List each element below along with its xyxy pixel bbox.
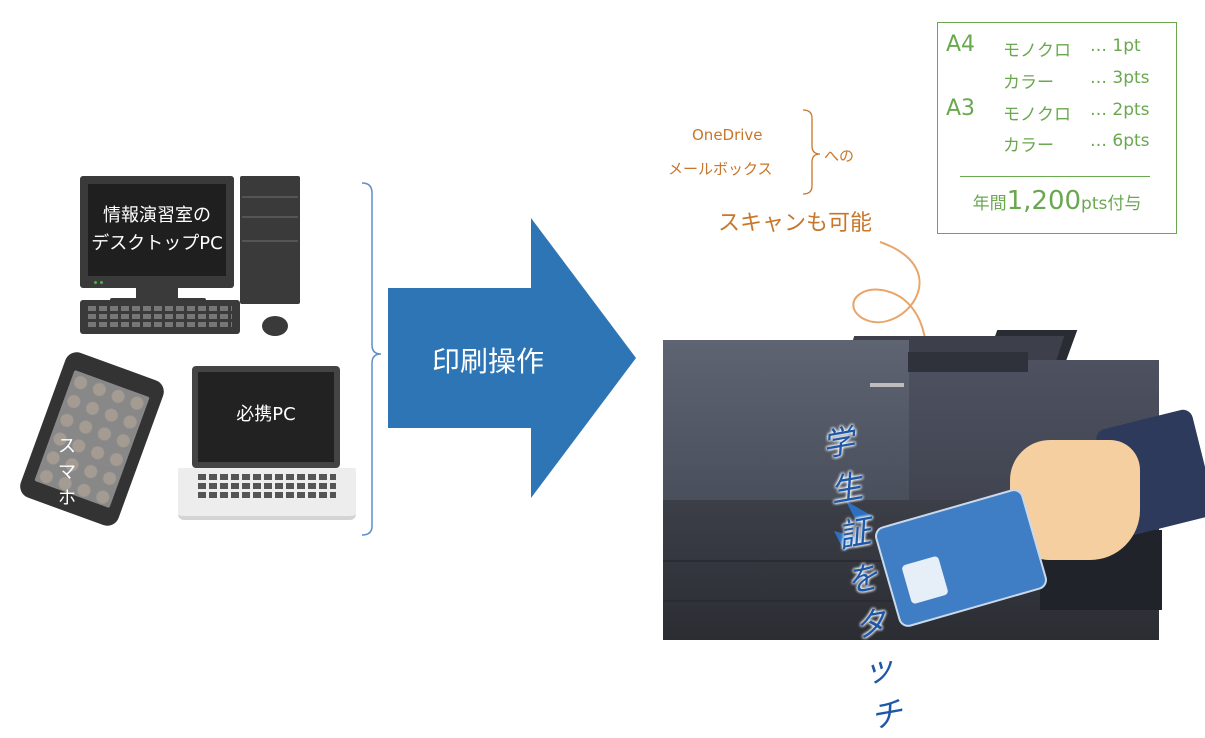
printer-scanner	[908, 352, 1028, 372]
annual-allowance-prefix: 年間	[972, 194, 1007, 214]
printer-slot	[870, 383, 904, 387]
mouse	[262, 316, 288, 336]
laptop-label: 必携PC	[236, 404, 296, 425]
tower-bay	[242, 196, 298, 198]
scan-available-label: スキャンも可能	[718, 211, 873, 236]
annual-allowance: 年間1,200pts付与	[937, 186, 1177, 216]
scan-target-mailbox: メールボックス	[668, 160, 773, 178]
annual-allowance-suffix: pts付与	[1081, 194, 1142, 214]
pricing-size-a4: A4	[946, 32, 976, 57]
pricing-cost: … 6pts	[1090, 131, 1150, 151]
desktop-pc-label-line2: デスクトップPC	[91, 233, 223, 254]
diagram-connectors	[361, 109, 927, 536]
pricing-cost: … 1pt	[1090, 36, 1141, 56]
devices-brace	[361, 182, 382, 536]
pricing-cost: … 3pts	[1090, 68, 1150, 88]
laptop-keys	[198, 474, 336, 480]
monitor-neck	[136, 288, 178, 300]
scan-brace	[802, 109, 821, 195]
pricing-type: モノクロ	[1003, 105, 1071, 125]
annual-allowance-amount: 1,200	[1006, 186, 1082, 216]
pricing-type: カラー	[1003, 136, 1054, 156]
desktop-pc-label: 情報演習室の デスクトップPC	[88, 202, 226, 258]
laptop-screen	[198, 372, 334, 462]
printer-drawer-line	[663, 560, 909, 562]
printer-drawer-line	[663, 600, 909, 602]
laptop-keys	[198, 483, 336, 489]
monitor-led	[100, 281, 103, 284]
monitor-screen	[88, 184, 226, 276]
scan-target-onedrive: OneDrive	[692, 126, 763, 144]
keyboard-keys	[88, 322, 232, 327]
pricing-cost: … 2pts	[1090, 100, 1150, 120]
keyboard-keys	[88, 306, 232, 311]
pricing-size-a3: A3	[946, 96, 976, 121]
touch-signal-icon	[834, 501, 874, 551]
keyboard-keys	[88, 314, 232, 319]
pricing-divider	[960, 176, 1150, 177]
pricing-type: モノクロ	[1003, 41, 1071, 61]
monitor-led	[94, 281, 97, 284]
scan-target-suffix: への	[824, 147, 855, 165]
smartphone-label: スマホ	[58, 436, 76, 509]
tower-bay	[242, 240, 298, 242]
pricing-box	[937, 22, 1177, 234]
print-arrow	[388, 218, 636, 498]
desktop-pc-label-line1: 情報演習室の	[103, 205, 211, 226]
pricing-type: カラー	[1003, 73, 1054, 93]
print-operation-label: 印刷操作	[431, 345, 544, 378]
scan-curl-line	[852, 241, 927, 353]
tower-bay	[242, 216, 298, 218]
laptop-keys	[198, 492, 336, 498]
printer-body	[663, 340, 909, 500]
